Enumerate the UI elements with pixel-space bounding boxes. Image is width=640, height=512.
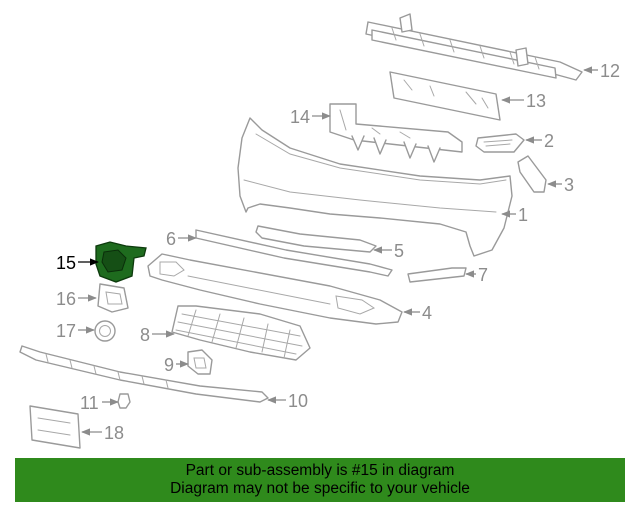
- callout-1[interactable]: 1: [518, 205, 528, 225]
- part-14-support-bracket[interactable]: [329, 103, 463, 163]
- callout-9[interactable]: 9: [164, 355, 174, 375]
- callout-18[interactable]: 18: [104, 423, 124, 443]
- callout-10[interactable]: 10: [288, 391, 308, 411]
- info-banner: Part or sub-assembly is #15 in diagram D…: [15, 458, 625, 502]
- callout-15-highlighted[interactable]: 15: [56, 253, 76, 273]
- part-16-bezel[interactable]: [97, 283, 129, 313]
- callout-11[interactable]: 11: [80, 393, 99, 413]
- part-12-reinforcement-beam[interactable]: [365, 13, 583, 81]
- part-7-chrome-trim[interactable]: [407, 267, 467, 283]
- part-9-fog-bezel[interactable]: [187, 349, 213, 375]
- part-10-lower-valance[interactable]: [19, 345, 269, 403]
- part-6-trim-strip[interactable]: [195, 229, 393, 277]
- part-13-energy-absorber[interactable]: [389, 71, 501, 121]
- callout-17[interactable]: 17: [56, 321, 76, 341]
- part-11-clip[interactable]: [117, 393, 131, 409]
- callout-13[interactable]: 13: [526, 91, 546, 111]
- leader-lines: [78, 66, 598, 436]
- callout-16[interactable]: 16: [56, 289, 76, 309]
- part-18-license-plate-bracket[interactable]: [29, 405, 81, 449]
- callout-3[interactable]: 3: [564, 175, 574, 195]
- part-4-lower-fascia[interactable]: [147, 253, 403, 325]
- part-17-fog-ring[interactable]: [94, 320, 116, 342]
- callout-4[interactable]: 4: [422, 303, 432, 323]
- banner-line-1: Part or sub-assembly is #15 in diagram: [185, 462, 455, 479]
- part-2-side-marker[interactable]: [475, 133, 525, 153]
- callout-6[interactable]: 6: [166, 229, 176, 249]
- callout-12[interactable]: 12: [600, 61, 620, 81]
- part-1-bumper-cover[interactable]: [237, 117, 513, 257]
- part-3-end-bracket[interactable]: [517, 155, 547, 193]
- callout-5[interactable]: 5: [394, 241, 404, 261]
- banner-line-2: Diagram may not be specific to your vehi…: [170, 480, 470, 497]
- callout-7[interactable]: 7: [478, 265, 488, 285]
- part-8-lower-grille[interactable]: [171, 305, 311, 361]
- parts-diagram: 12 13 14 2 3 1 6 5 7 4 15 16 17 8 9 10 1…: [19, 13, 620, 449]
- part-15-fog-lamp-bracket-highlighted[interactable]: [95, 241, 147, 283]
- callout-8[interactable]: 8: [140, 325, 150, 345]
- callout-2[interactable]: 2: [544, 131, 554, 151]
- callout-14[interactable]: 14: [290, 107, 310, 127]
- callout-labels: 12 13 14 2 3 1 6 5 7 4 15 16 17 8 9 10 1…: [56, 61, 620, 443]
